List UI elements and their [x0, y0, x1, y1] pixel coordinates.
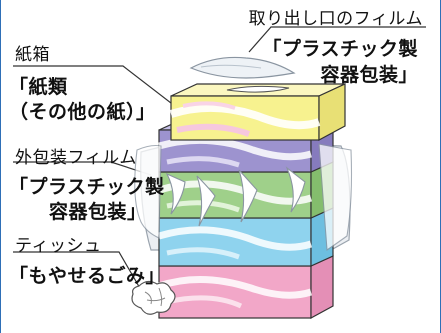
leader-line-opening-film	[248, 26, 426, 53]
leader-line-tissue	[13, 251, 142, 291]
opening-film-category-line2: 容器包装」	[320, 64, 418, 86]
box-name: 紙箱	[15, 45, 50, 65]
outer-film-category-line1: 「プラスチック製	[9, 176, 165, 198]
crumpled-tissue	[131, 280, 176, 315]
tissue-name: ティッシュ	[15, 236, 102, 256]
outer-film-name: 外包装フィルム	[15, 148, 137, 168]
outer-film-category-line2: 容器包装」	[49, 201, 147, 223]
opening-film-name: 取り出し口のフィルム	[248, 9, 423, 29]
box-category-line1: 「紙類	[9, 76, 68, 98]
box-category-line2: （その他の紙）」	[9, 101, 156, 123]
outer-film-front	[134, 143, 353, 251]
opening-film-category-line1: 「プラスチック製	[262, 38, 418, 60]
opening-film-shape	[189, 56, 296, 79]
box-yellow	[169, 83, 346, 142]
tissue-category: 「もやせるごみ」	[9, 265, 166, 287]
